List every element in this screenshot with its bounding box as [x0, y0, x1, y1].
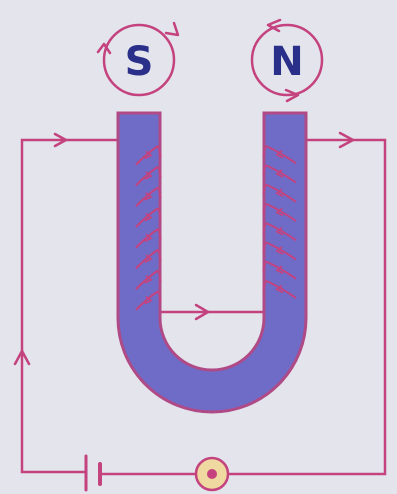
coil-turn	[262, 279, 297, 299]
coil-wrap	[157, 270, 162, 282]
left-coil	[135, 145, 162, 311]
coil-wrap	[262, 280, 267, 291]
current-arrows	[13, 131, 355, 366]
coil-turn	[135, 248, 162, 270]
battery-cell-icon	[84, 454, 102, 492]
coil-wrap	[157, 228, 162, 240]
coil-arrow	[144, 233, 153, 243]
coil-wrap	[262, 184, 267, 195]
coil-turn	[135, 269, 162, 290]
coil-turn	[262, 183, 297, 203]
coil-arrow	[275, 188, 284, 197]
coil-arrow	[275, 207, 284, 217]
current-arrow-icon	[338, 131, 355, 149]
coil-strand	[265, 183, 297, 203]
coil-strand	[265, 145, 297, 165]
north-pole-arrow-top	[266, 18, 282, 33]
coil-turn	[262, 202, 297, 222]
coil-arrow	[144, 275, 153, 284]
coil-arrow	[144, 295, 153, 305]
wire-right-segment	[228, 138, 387, 476]
coil-strand	[135, 228, 159, 249]
coil-arrow	[144, 254, 153, 263]
coil-arrow	[144, 150, 153, 160]
north-pole-arrow-bottom	[284, 88, 300, 103]
coil-turn	[262, 164, 297, 184]
current-arrow-icon	[13, 349, 31, 366]
south-pole-icon: S	[96, 21, 180, 97]
coil-turn	[135, 207, 162, 228]
coil-strand	[265, 279, 297, 299]
coil-strand	[135, 165, 159, 187]
coil-wrap	[262, 261, 267, 272]
south-pole-label: S	[125, 39, 154, 85]
coil-arrow	[144, 192, 153, 201]
coil-turn	[135, 228, 162, 249]
coil-strand	[135, 290, 159, 311]
current-arrow-icon	[53, 132, 68, 148]
ammeter-icon	[194, 456, 230, 492]
coil-wrap	[157, 291, 162, 302]
coil-strand	[265, 241, 297, 261]
coil-strand	[135, 248, 159, 270]
coil-arrow	[275, 169, 284, 178]
coil-turn	[135, 145, 162, 166]
coil-turn	[262, 241, 297, 261]
ammeter-center	[207, 469, 217, 479]
coil-turn	[262, 260, 297, 280]
coil-wrap	[262, 145, 267, 156]
coil-turn	[135, 165, 162, 187]
coil-strand	[135, 269, 159, 290]
coil-arrow	[275, 284, 284, 294]
coil-wrap	[262, 222, 267, 233]
south-pole-ring	[102, 23, 176, 97]
coil-strand	[135, 186, 159, 207]
coil-strand	[135, 145, 159, 166]
coil-arrow	[275, 226, 284, 236]
coil-wrap	[157, 145, 162, 157]
wire-left-segment	[20, 138, 118, 474]
coil-arrow	[144, 171, 153, 180]
coil-arrow	[144, 212, 153, 222]
coil-strand	[265, 164, 297, 184]
coil-turn	[262, 222, 297, 242]
coil-strand	[265, 222, 297, 242]
coil-turn	[135, 290, 162, 311]
coil-wrap	[262, 165, 267, 176]
right-coil	[262, 145, 297, 299]
coil-wrap	[157, 249, 162, 261]
coil-wrap	[157, 187, 162, 199]
coil-wrap	[262, 242, 267, 253]
coil-turn	[262, 145, 297, 165]
coil-wrap	[157, 166, 162, 178]
coil-strand	[265, 260, 297, 280]
south-pole-arrow-top	[164, 21, 180, 37]
current-arrow-icon	[194, 303, 210, 321]
coil-arrow	[275, 265, 284, 274]
coil-arrow	[275, 246, 284, 255]
coil-strand	[265, 202, 297, 222]
south-pole-arrow-left	[96, 42, 112, 55]
north-pole-icon: N	[250, 18, 324, 103]
coil-wrap	[262, 203, 267, 214]
north-pole-label: N	[270, 39, 303, 85]
coil-strand	[135, 207, 159, 228]
circuit-wire	[20, 138, 387, 476]
coil-turn	[135, 186, 162, 207]
coil-arrow	[275, 149, 284, 159]
coil-wrap	[157, 208, 162, 219]
north-pole-ring	[250, 23, 324, 97]
